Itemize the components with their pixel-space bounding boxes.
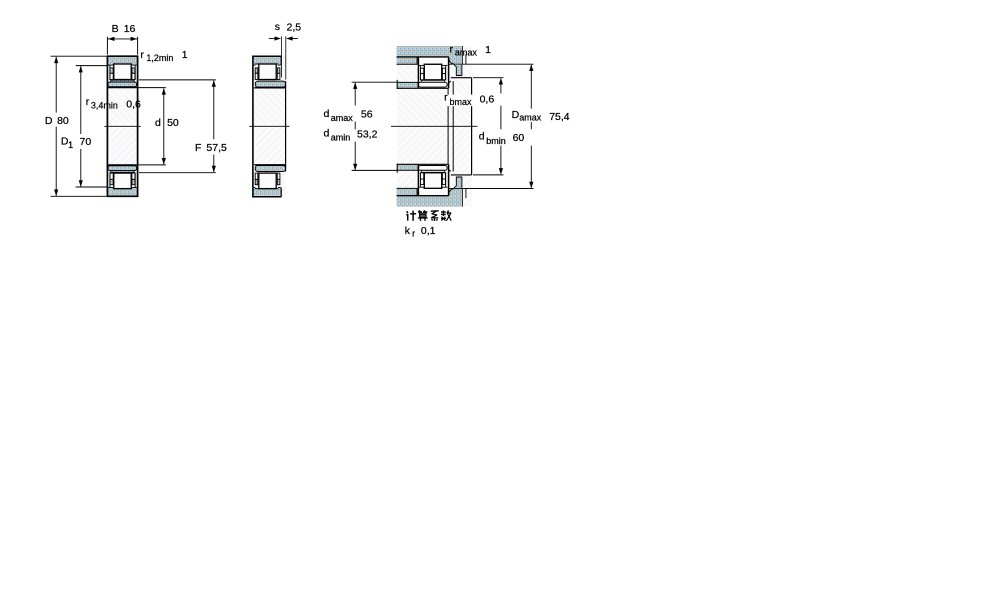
svg-text:1,2min: 1,2min xyxy=(146,53,173,63)
svg-text:0,1: 0,1 xyxy=(421,225,436,237)
svg-text:80: 80 xyxy=(57,115,69,127)
svg-text:r: r xyxy=(450,44,454,56)
svg-text:1: 1 xyxy=(68,140,73,150)
svg-text:amax: amax xyxy=(455,48,478,58)
svg-text:r: r xyxy=(86,96,90,108)
svg-text:F: F xyxy=(195,142,201,154)
svg-text:1: 1 xyxy=(182,49,188,61)
svg-text:B: B xyxy=(112,23,119,35)
svg-text:d: d xyxy=(155,117,161,129)
svg-text:amax: amax xyxy=(331,113,354,123)
svg-text:D: D xyxy=(512,109,520,121)
svg-text:0,6: 0,6 xyxy=(126,98,141,110)
svg-text:75,4: 75,4 xyxy=(549,111,570,123)
svg-text:D: D xyxy=(61,136,69,148)
svg-text:2,5: 2,5 xyxy=(287,21,302,33)
svg-text:D: D xyxy=(45,115,53,127)
svg-text:bmax: bmax xyxy=(450,97,473,107)
svg-text:60: 60 xyxy=(513,132,525,144)
svg-text:16: 16 xyxy=(124,23,136,35)
svg-text:50: 50 xyxy=(167,117,179,129)
svg-text:s: s xyxy=(275,21,280,33)
svg-text:r: r xyxy=(412,228,415,238)
svg-text:57,5: 57,5 xyxy=(206,142,227,154)
svg-text:d: d xyxy=(479,130,485,142)
svg-text:0,6: 0,6 xyxy=(480,94,495,106)
svg-text:d: d xyxy=(324,127,330,139)
svg-text:amax: amax xyxy=(519,113,542,123)
svg-text:amin: amin xyxy=(331,133,351,143)
svg-text:r: r xyxy=(444,91,448,103)
svg-text:3,4min: 3,4min xyxy=(91,101,118,111)
svg-text:70: 70 xyxy=(80,136,92,148)
svg-text:1: 1 xyxy=(485,44,491,56)
svg-text:r: r xyxy=(140,49,144,61)
svg-text:56: 56 xyxy=(361,108,373,120)
svg-text:53,2: 53,2 xyxy=(357,128,378,140)
svg-text:d: d xyxy=(324,108,330,120)
svg-text:k: k xyxy=(405,225,411,237)
svg-text:bmin: bmin xyxy=(486,136,506,146)
